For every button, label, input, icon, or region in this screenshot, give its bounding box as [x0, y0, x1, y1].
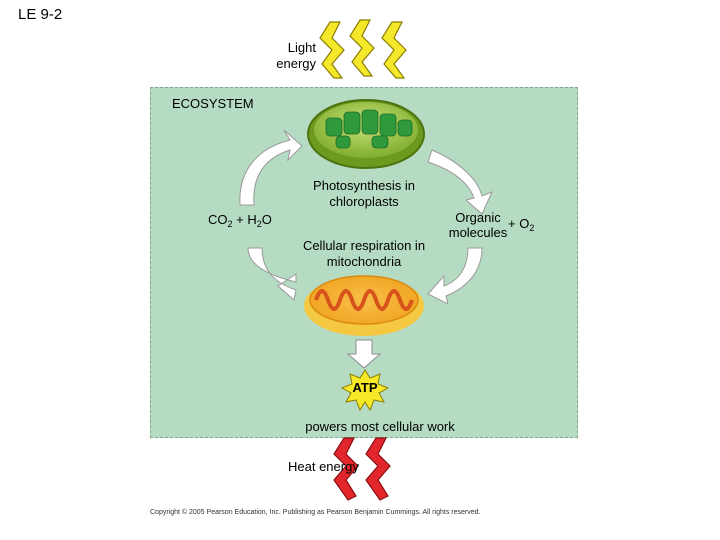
- heat-bolt-2: [365, 437, 391, 501]
- heat-energy-bolts: [333, 437, 391, 501]
- arrow-bottom-right: [427, 247, 483, 305]
- copyright-notice: Copyright © 2005 Pearson Education, Inc.…: [150, 509, 481, 516]
- light-energy-bolts: [319, 19, 407, 79]
- mitochondrion-icon: [304, 275, 424, 336]
- atp-star-icon: [340, 369, 390, 412]
- arrow-top-left: [239, 129, 303, 206]
- organic-molecules-label: Organic molecules: [448, 210, 508, 240]
- atp-down-arrow: [346, 339, 382, 369]
- inputs-label: CO2 + H2O: [208, 212, 272, 229]
- light-bolt-3: [381, 21, 407, 79]
- ecosystem-label: ECOSYSTEM: [172, 96, 254, 111]
- heat-energy-label: Heat energy: [288, 459, 359, 474]
- cycle-arrows: [239, 129, 493, 305]
- slide-label: LE 9-2: [18, 6, 63, 23]
- chloroplast-icon: [307, 99, 425, 169]
- cellular-respiration-label: Cellular respiration in mitochondria: [302, 238, 426, 269]
- cellular-work-label: powers most cellular work: [305, 419, 455, 434]
- atp-label: ATP: [352, 380, 378, 395]
- photosynthesis-label: Photosynthesis in chloroplasts: [313, 178, 415, 209]
- arrow-top-right: [427, 149, 493, 215]
- light-energy-label: Light energy: [276, 40, 316, 71]
- light-bolt-2: [349, 19, 375, 77]
- heat-bolt-1: [333, 437, 359, 501]
- arrow-bottom-left: [247, 247, 297, 301]
- light-bolt-1: [319, 21, 345, 79]
- oxygen-label: + O2: [508, 216, 535, 233]
